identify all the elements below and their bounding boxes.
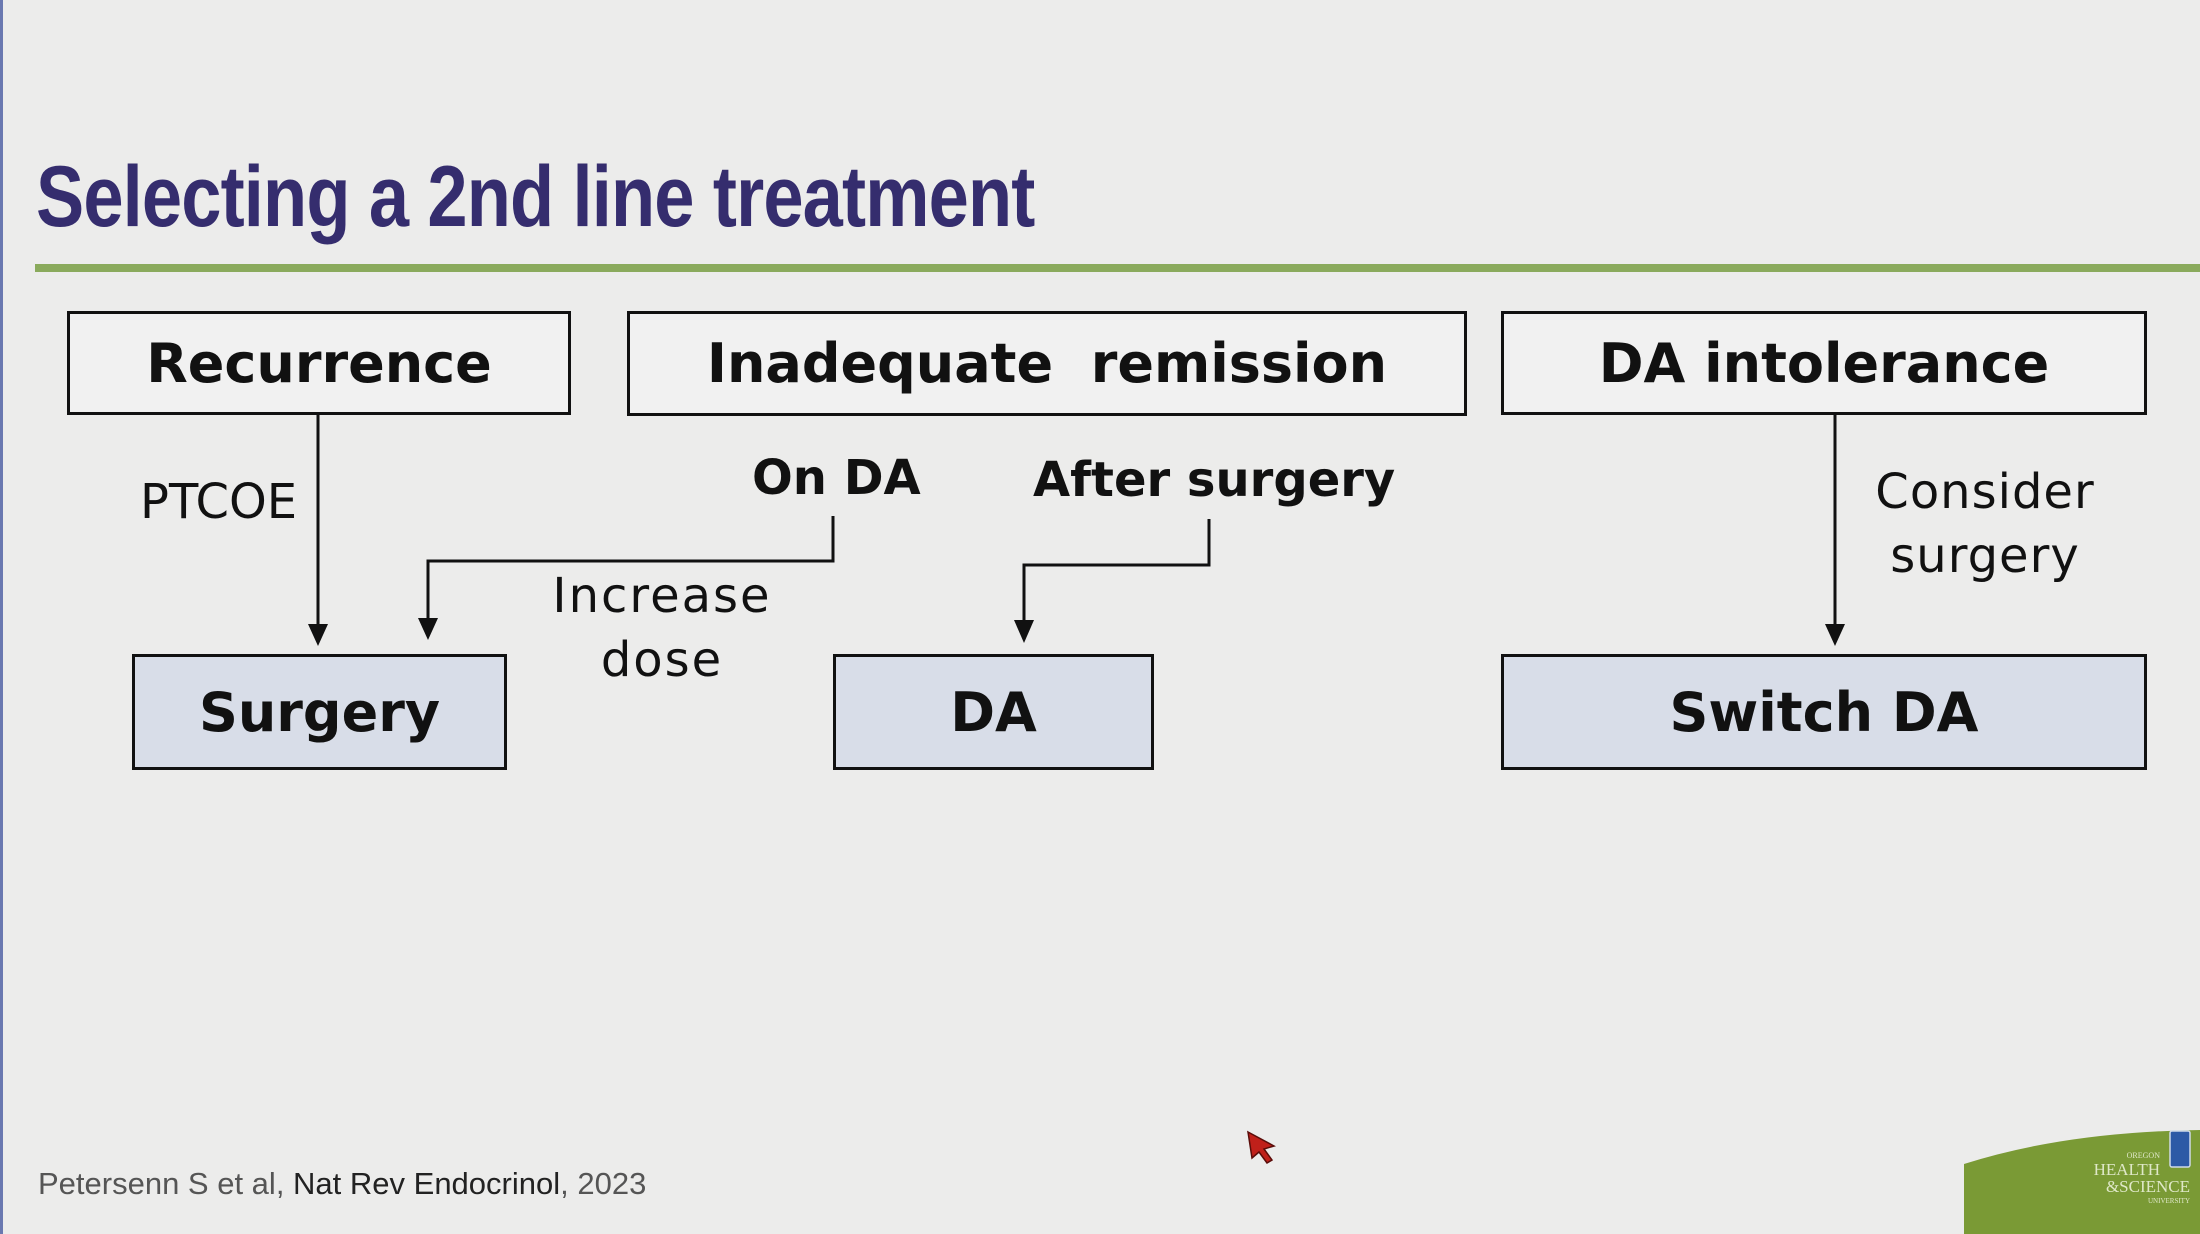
svg-text:OREGON: OREGON — [2127, 1151, 2161, 1160]
box-da-intolerance: DA intolerance — [1501, 311, 2147, 415]
box-da: DA — [833, 654, 1154, 770]
mouse-cursor-icon — [1247, 1130, 1276, 1164]
citation-authors: Petersenn S et al, — [38, 1166, 294, 1201]
svg-text:UNIVERSITY: UNIVERSITY — [2148, 1197, 2190, 1205]
label-surgery: surgery — [1890, 528, 2080, 584]
box-surgery: Surgery — [132, 654, 507, 770]
label-consider-surgery: Consider surgery — [1870, 460, 2100, 588]
label-after-surgery: After surgery — [1033, 452, 1396, 508]
box-switch-da: Switch DA — [1501, 654, 2147, 770]
citation-journal: Nat Rev Endocrinol — [293, 1166, 561, 1201]
label-ptcoe: PTCOE — [140, 474, 298, 530]
label-increase: Increase — [552, 568, 772, 624]
label-increase-dose: Increase dose — [552, 564, 772, 692]
box-inadequate-remission: Inadequate remission — [627, 311, 1467, 416]
citation-year: , 2023 — [560, 1166, 647, 1201]
arrowhead — [1014, 620, 1034, 643]
title-divider — [35, 264, 2200, 272]
box-recurrence: Recurrence — [67, 311, 571, 415]
label-on-da: On DA — [752, 450, 921, 506]
arrowhead — [1825, 624, 1845, 646]
arrow-after-surgery-to-da — [1022, 519, 1211, 624]
citation: Petersenn S et al, Nat Rev Endocrinol, 2… — [38, 1166, 646, 1202]
slide-title: Selecting a 2nd line treatment — [36, 149, 1035, 245]
slide-left-edge — [0, 0, 3, 1234]
label-consider: Consider — [1875, 464, 2095, 520]
arrow-on-da-to-surgery — [426, 516, 835, 622]
ohsu-logo: OREGON HEALTH &SCIENCE UNIVERSITY — [1964, 1130, 2200, 1234]
arrowhead — [308, 624, 328, 646]
svg-text:&SCIENCE: &SCIENCE — [2106, 1177, 2190, 1196]
svg-text:HEALTH: HEALTH — [2094, 1160, 2160, 1179]
label-dose: dose — [600, 632, 724, 688]
arrowhead — [418, 618, 438, 640]
